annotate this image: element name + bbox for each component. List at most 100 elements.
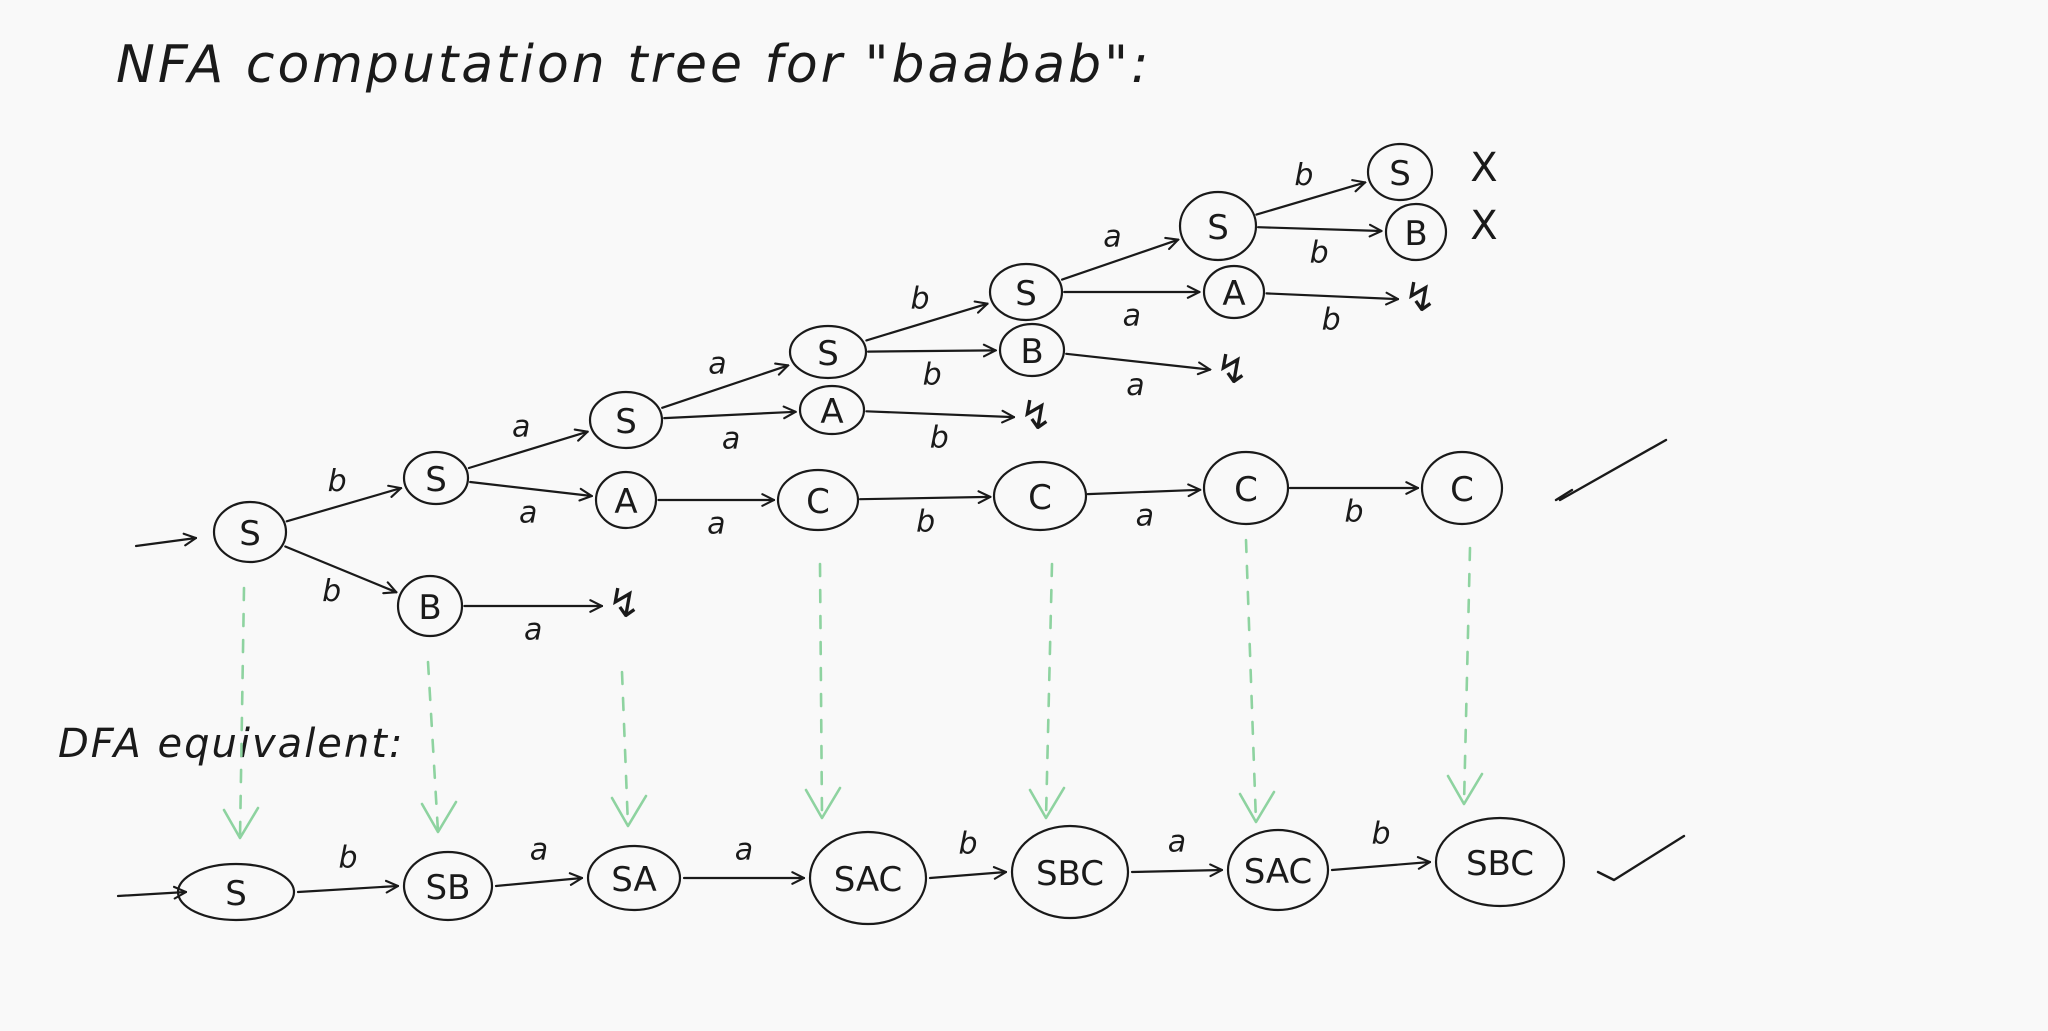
nfa-state: A [594, 470, 658, 530]
nfa-transition [865, 304, 987, 342]
dfa-state: SAC [808, 830, 928, 926]
nfa-transition-label: a [519, 495, 537, 530]
dfa-heading: DFA equivalent: [58, 721, 404, 767]
dfa-state-circle [402, 850, 494, 922]
nfa-state-circle [594, 470, 658, 530]
nfa-transition-label: b [328, 464, 347, 499]
nfa-state-circle [798, 384, 866, 436]
nfa-transition [469, 480, 592, 496]
nfa-state-circle [1420, 450, 1504, 526]
nfa-transition [284, 545, 396, 593]
nfa-state-circle [1366, 142, 1434, 202]
nfa-state: S [1366, 142, 1434, 202]
nfa-state-label: A [614, 482, 637, 522]
nfa-state-circle [396, 574, 464, 638]
dfa-state-label: S [225, 874, 247, 914]
nfa-to-dfa-mapping [222, 538, 1484, 840]
dfa-state-label: SB [426, 868, 471, 908]
nfa-state-circle [588, 390, 664, 450]
dfa-state-label: SAC [834, 860, 903, 900]
dfa-accept-check-icon [1596, 834, 1686, 882]
nfa-transition-label: b [1310, 236, 1329, 271]
dfa-transition-label: a [1168, 825, 1186, 860]
nfa-state: B [998, 322, 1066, 378]
nfa-transition-label: a [512, 409, 530, 444]
nfa-transition-label: a [722, 421, 740, 456]
nfa-accept-check-icon [1554, 438, 1668, 502]
nfa-transition-label: b [1344, 495, 1363, 530]
nfa-transition-label: a [708, 346, 726, 381]
nfa-state-circle [998, 322, 1066, 378]
nfa-state-label: B [1404, 214, 1427, 254]
nfa-transition [1061, 240, 1178, 281]
nfa-transition [661, 365, 788, 409]
mapping-arrow [222, 586, 260, 840]
nfa-transition [467, 432, 588, 470]
mapping-arrow [804, 562, 842, 820]
dfa-transition [296, 886, 398, 892]
nfa-state: C [776, 468, 860, 532]
nfa-transition [1086, 490, 1200, 494]
nfa-transition-label: b [916, 505, 935, 540]
nfa-state-circle [1384, 202, 1448, 262]
nfa-state-label: C [806, 482, 830, 522]
nfa-transition-label: b [1322, 303, 1341, 338]
nfa-state-circle [788, 324, 868, 380]
nfa-state-circle [776, 468, 860, 532]
nfa-state-circle [992, 460, 1088, 532]
nfa-transition-label: b [1294, 158, 1313, 193]
nfa-state: C [1420, 450, 1504, 526]
nfa-transition-label: a [1136, 498, 1154, 533]
nfa-transition [867, 350, 996, 351]
nfa-start-arrow [134, 538, 196, 548]
nfa-transition-label: b [923, 358, 942, 393]
nfa-state: S [1178, 190, 1258, 262]
nfa-state: A [798, 384, 866, 436]
dfa-state-circle [808, 830, 928, 926]
nfa-transition [1265, 293, 1399, 299]
nfa-state: S [988, 262, 1064, 322]
nfa-state-label: B [1020, 332, 1043, 372]
nfa-transition [285, 488, 401, 523]
dfa-state-circle [1434, 816, 1566, 908]
nfa-state-circle [212, 500, 288, 564]
dfa-state: SBC [1434, 816, 1566, 908]
nfa-transition-label: b [910, 282, 929, 317]
dfa-transition [1130, 870, 1222, 872]
dead-end-icon: ↯ [607, 581, 641, 627]
nfa-state-circle [1202, 450, 1290, 526]
nfa-state: A [1202, 264, 1266, 320]
diagram-title: NFA computation tree for "baabab": [116, 35, 1152, 95]
nfa-state-label: S [239, 514, 261, 554]
dfa-state: SB [402, 850, 494, 922]
nfa-state-circle [988, 262, 1064, 322]
nfa-state-label: S [1207, 208, 1229, 248]
nfa-state-label: S [615, 402, 637, 442]
dfa-state: S [176, 862, 296, 922]
nfa-state-label: C [1234, 470, 1258, 510]
nfa-state: S [588, 390, 664, 450]
nfa-transition-label: a [1123, 299, 1141, 334]
dfa-state-circle [586, 844, 682, 912]
nfa-transition [663, 412, 795, 418]
nfa-state-circle [402, 450, 470, 506]
dfa-state-circle [1010, 824, 1130, 920]
dfa-state-label: SA [611, 860, 656, 900]
nfa-state: B [396, 574, 464, 638]
nfa-state: S [788, 324, 868, 380]
dfa-transition-label: b [338, 841, 357, 876]
dead-end-icon: ↯ [1215, 347, 1249, 393]
nfa-transition [865, 411, 1014, 417]
dead-end-icon: ↯ [1403, 275, 1437, 321]
nfa-transition-label: a [524, 613, 542, 648]
dfa-transition-label: b [1371, 817, 1390, 852]
dfa-transition [494, 878, 582, 888]
nfa-state-label: B [418, 588, 441, 628]
mapping-arrow [1028, 562, 1066, 820]
nfa-state-label: S [817, 334, 839, 374]
dfa-state-label: SBC [1466, 844, 1534, 884]
